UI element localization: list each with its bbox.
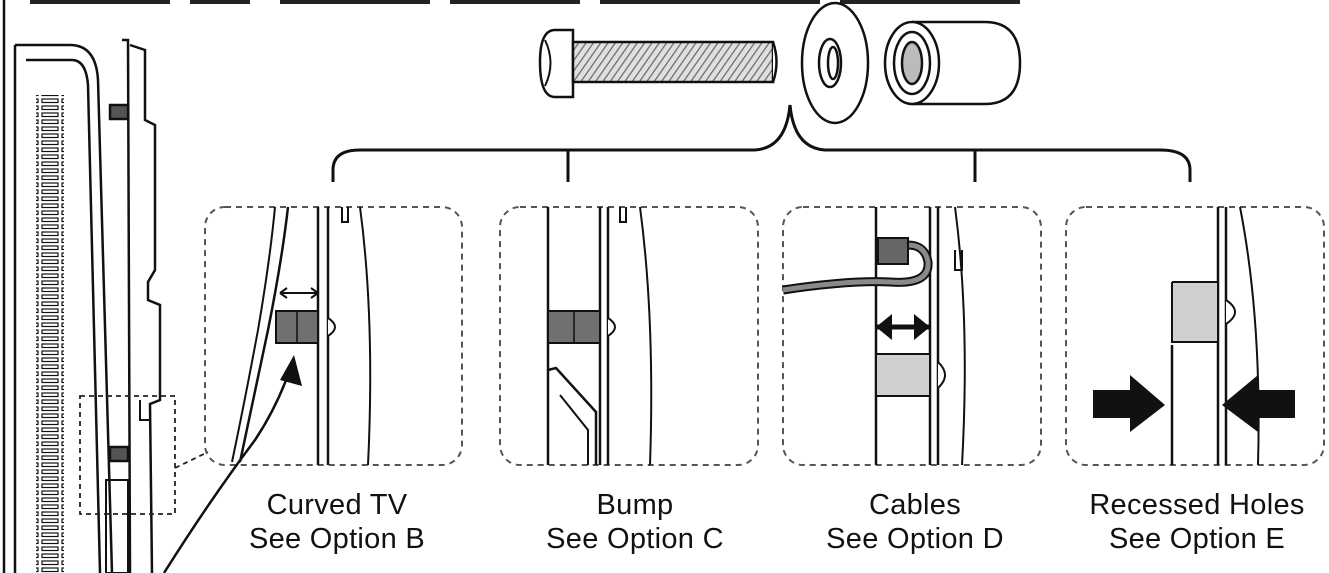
- option-title: Recessed Holes: [1089, 489, 1305, 521]
- option-label-cables: Cables See Option D: [790, 488, 1040, 556]
- option-reference: See Option B: [248, 523, 426, 555]
- washer-icon: [800, 1, 870, 125]
- zoom-region-box: [79, 395, 176, 515]
- grouping-brace: [331, 104, 1192, 182]
- panel-cables: [782, 206, 1042, 466]
- panel-curved-tv: [162, 206, 463, 573]
- option-title: Curved TV: [266, 489, 408, 521]
- option-reference: See Option E: [1108, 523, 1286, 555]
- option-title: Bump: [596, 489, 674, 521]
- cropped-header-text: [30, 0, 1020, 4]
- spacer-icon: [883, 20, 1022, 106]
- option-reference: See Option D: [826, 523, 1004, 555]
- bolt-icon: [538, 28, 778, 99]
- option-label-bump: Bump See Option C: [510, 488, 760, 556]
- option-label-curved-tv: Curved TV See Option B: [212, 488, 462, 556]
- option-label-recessed-holes: Recessed Holes See Option E: [1066, 488, 1328, 556]
- option-reference: See Option C: [546, 523, 724, 555]
- tv-side-profile: [2, 0, 162, 573]
- panel-bump: [499, 206, 759, 466]
- zoom-connector: [174, 451, 209, 469]
- panel-recessed-holes: [1065, 206, 1325, 466]
- option-title: Cables: [868, 489, 962, 521]
